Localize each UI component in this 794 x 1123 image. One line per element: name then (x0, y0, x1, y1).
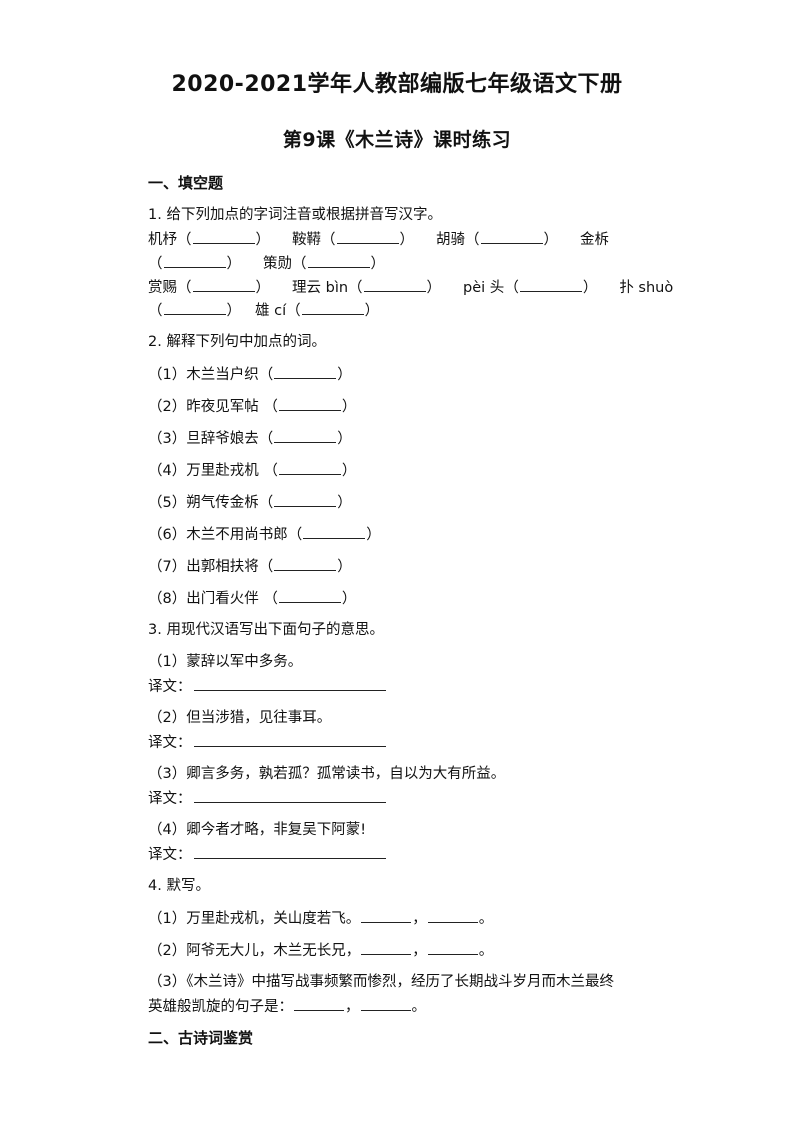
answer-blank[interactable] (360, 996, 411, 1011)
q2-prompt: 2. 解释下列句中加点的词。 (148, 334, 326, 350)
translation-label: 译文： (148, 679, 192, 695)
translation-label: 译文： (148, 735, 192, 751)
q1-row-3: 赏赐（）理云 bìn（）pèi 头（）扑 shuò (148, 277, 673, 298)
answer-blank[interactable] (278, 396, 341, 411)
answer-blank[interactable] (301, 300, 364, 315)
q2-item: （8）出门看火伴 （） (148, 588, 356, 609)
translation-label: 译文： (148, 847, 192, 863)
q1-item: pèi 头 (463, 280, 505, 296)
q3-sentence: （3）卿言多务，孰若孤？孤常读书，自以为大有所益。 (148, 766, 506, 782)
answer-blank[interactable] (427, 940, 478, 955)
q3-translation-row: 译文： (148, 732, 387, 753)
q1-item: 赏赐 (148, 280, 177, 296)
q2-sentence: （3）旦辞爷娘去 (148, 431, 259, 447)
q2-item: （3）旦辞爷娘去（） (148, 428, 352, 449)
answer-blank[interactable] (274, 492, 337, 507)
q1-row-2: （）策勋（） (148, 253, 385, 274)
q3-translation-row: 译文： (148, 676, 387, 697)
translation-blank[interactable] (193, 788, 386, 803)
q3-sentence: （1）蒙辞以军中多务。 (148, 654, 303, 670)
comma-mark: ， (412, 943, 427, 959)
q1-item: 雄 cí (255, 303, 287, 319)
lesson-subtitle: 第9课《木兰诗》课时练习 (282, 129, 512, 151)
answer-blank[interactable] (361, 940, 412, 955)
document-title: 2020-2021学年人教部编版七年级语文下册 (171, 72, 623, 97)
q2-sentence: （7）出郭相扶将 (148, 559, 259, 575)
answer-blank[interactable] (278, 460, 341, 475)
q1-prompt: 1. 给下列加点的字词注音或根据拼音写汉字。 (148, 207, 442, 223)
q2-item: （5）朔气传金柝（） (148, 492, 352, 513)
q1-item: 机杼 (148, 232, 177, 248)
translation-label: 译文： (148, 791, 192, 807)
q4-item: （1）万里赴戎机，关山度若飞。 ， 。 (148, 908, 493, 929)
section-heading-poetry: 二、古诗词鉴赏 (148, 1029, 254, 1047)
q4-item-3-line-2: 英雄般凯旋的句子是： ， 。 (148, 996, 426, 1017)
period-mark: 。 (411, 999, 427, 1015)
period-mark: 。 (478, 911, 494, 927)
q2-item: （1）木兰当户织（） (148, 364, 352, 385)
q1-row-4: （）雄 cí（） (148, 300, 379, 321)
answer-blank[interactable] (519, 277, 582, 292)
answer-blank[interactable] (278, 588, 341, 603)
q3-sentence: （4）卿今者才略，非复吴下阿蒙! (148, 822, 367, 838)
q2-item: （6）木兰不用尚书郎（） (148, 524, 381, 545)
q1-item: 金柝 (580, 232, 609, 248)
q2-item: （2）昨夜见军帖 （） (148, 396, 356, 417)
q2-sentence: （4）万里赴戎机 (148, 463, 259, 479)
q1-item: 理云 bìn (292, 280, 349, 296)
q4-verse: （1）万里赴戎机，关山度若飞。 (148, 911, 361, 927)
q4-item: （2）阿爷无大儿，木兰无长兄， ， 。 (148, 940, 493, 961)
answer-blank[interactable] (361, 908, 412, 923)
answer-blank[interactable] (274, 556, 337, 571)
answer-blank[interactable] (192, 277, 255, 292)
q3-translation-row: 译文： (148, 844, 387, 865)
q1-item: 胡骑 (436, 232, 465, 248)
answer-blank[interactable] (274, 428, 337, 443)
q4-verse: （2）阿爷无大儿，木兰无长兄， (148, 943, 361, 959)
translation-blank[interactable] (193, 732, 386, 747)
q1-item: 扑 shuò (619, 280, 674, 296)
answer-blank[interactable] (480, 229, 543, 244)
q2-sentence: （2）昨夜见军帖 (148, 399, 259, 415)
answer-blank[interactable] (163, 300, 226, 315)
q2-sentence: （8）出门看火伴 (148, 591, 259, 607)
q2-sentence: （1）木兰当户织 (148, 367, 259, 383)
q2-item: （4）万里赴戎机 （） (148, 460, 356, 481)
answer-blank[interactable] (363, 277, 426, 292)
q1-item: 策勋 (263, 256, 292, 272)
answer-blank[interactable] (307, 253, 370, 268)
answer-blank[interactable] (427, 908, 478, 923)
q2-sentence: （5）朔气传金柝 (148, 495, 259, 511)
q3-sentence: （2）但当涉猎，见往事耳。 (148, 710, 332, 726)
answer-blank[interactable] (192, 229, 255, 244)
translation-blank[interactable] (193, 844, 386, 859)
q4-item-3-line-1: （3）《木兰诗》中描写战事频繁而惨烈，经历了长期战斗岁月而木兰最终 (148, 974, 614, 990)
comma-mark: ， (412, 911, 427, 927)
q4-verse: 英雄般凯旋的句子是： (148, 999, 293, 1015)
q2-sentence: （6）木兰不用尚书郎 (148, 527, 288, 543)
q1-row-1: 机杼（）鞍鞯（）胡骑（）金柝 (148, 229, 609, 250)
answer-blank[interactable] (163, 253, 226, 268)
q4-prompt: 4. 默写。 (148, 878, 210, 894)
answer-blank[interactable] (294, 996, 344, 1011)
q2-item: （7）出郭相扶将（） (148, 556, 352, 577)
answer-blank[interactable] (274, 364, 337, 379)
q1-item: 鞍鞯 (292, 232, 321, 248)
comma-mark: ， (345, 999, 360, 1015)
translation-blank[interactable] (193, 676, 386, 691)
q3-prompt: 3. 用现代汉语写出下面句子的意思。 (148, 622, 384, 638)
answer-blank[interactable] (303, 524, 366, 539)
q3-translation-row: 译文： (148, 788, 387, 809)
answer-blank[interactable] (336, 229, 399, 244)
section-heading-fill-blank: 一、填空题 (148, 174, 224, 192)
period-mark: 。 (478, 943, 494, 959)
